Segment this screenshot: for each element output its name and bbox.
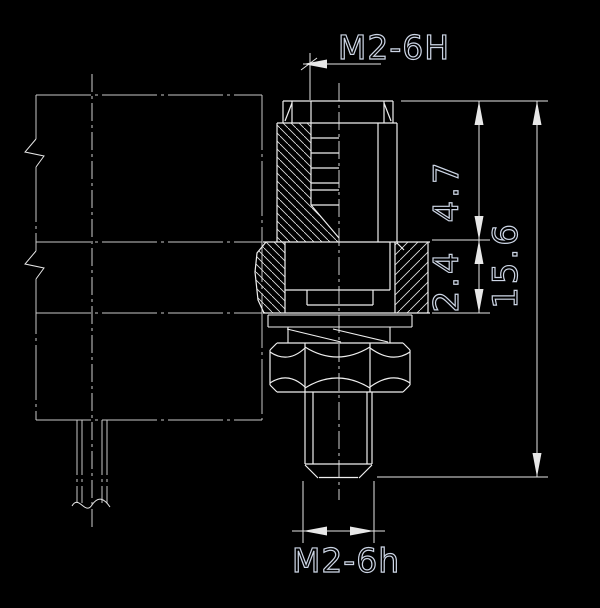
arrow-right-m2-6h: [350, 526, 374, 536]
dim-text-4-7: 4.7: [427, 159, 467, 222]
break-wave-tube: [71, 498, 111, 509]
threaded-insert: [254, 100, 430, 314]
hatch-right-flange-block: [395, 242, 428, 313]
screw-shank: [304, 392, 373, 479]
arrow-down-2-4: [474, 289, 484, 313]
thread-callout-bottom: M2-6h: [292, 541, 400, 580]
break-zigzag-lower: [24, 250, 45, 280]
hex-nut: [269, 342, 411, 393]
hex-nut-silhouette: [269, 342, 411, 393]
screw-thread-walls: [304, 392, 373, 464]
displaced-metal-outline: [254, 241, 267, 314]
hatch-insert-wall: [277, 123, 339, 242]
flat-washer-outline: [267, 314, 413, 328]
phantom-tube-walls: [76, 420, 108, 503]
arrow-up-4-7: [474, 101, 484, 125]
lock-washer-outline: [286, 327, 391, 343]
section-hatching: [255, 123, 428, 313]
arrow-down-4-7: [474, 216, 484, 240]
break-marks: [24, 138, 111, 509]
dim-text-2-4: 2.4: [427, 249, 467, 312]
lock-washer: [286, 327, 391, 343]
arrow-up-15-6: [532, 101, 542, 125]
arrow-left-leader: [303, 59, 327, 69]
insert-thread-bore: [310, 101, 340, 239]
arrow-up-2-4: [474, 240, 484, 264]
hex-nut-chamfer-arcs-bottom: [269, 377, 411, 389]
phantom-panel-outline: [35, 94, 263, 503]
insert-head: [282, 100, 394, 123]
screw-tip: [304, 463, 373, 479]
thread-callout-top: M2-6H: [338, 28, 450, 67]
dim-text-15-6: 15.6: [486, 221, 526, 309]
break-zigzag-upper: [24, 138, 45, 168]
hex-nut-chamfer-arcs-top: [269, 346, 411, 358]
flat-washer: [267, 314, 413, 328]
flange-block-right-edge: [396, 242, 429, 313]
hatch-displaced-metal-wedge: [255, 242, 285, 313]
insert-flange: [263, 241, 430, 314]
extension-lines: [302, 53, 548, 543]
annotations: M2-6H M2-6h 4.7 2.4 15.6: [291, 27, 526, 580]
panel-horizontal-edges: [36, 94, 262, 421]
insert-body-walls: [276, 122, 398, 242]
dimension-arrowheads: [303, 59, 542, 536]
arrow-down-15-6: [532, 453, 542, 477]
arrow-left-m2-6h: [303, 526, 327, 536]
